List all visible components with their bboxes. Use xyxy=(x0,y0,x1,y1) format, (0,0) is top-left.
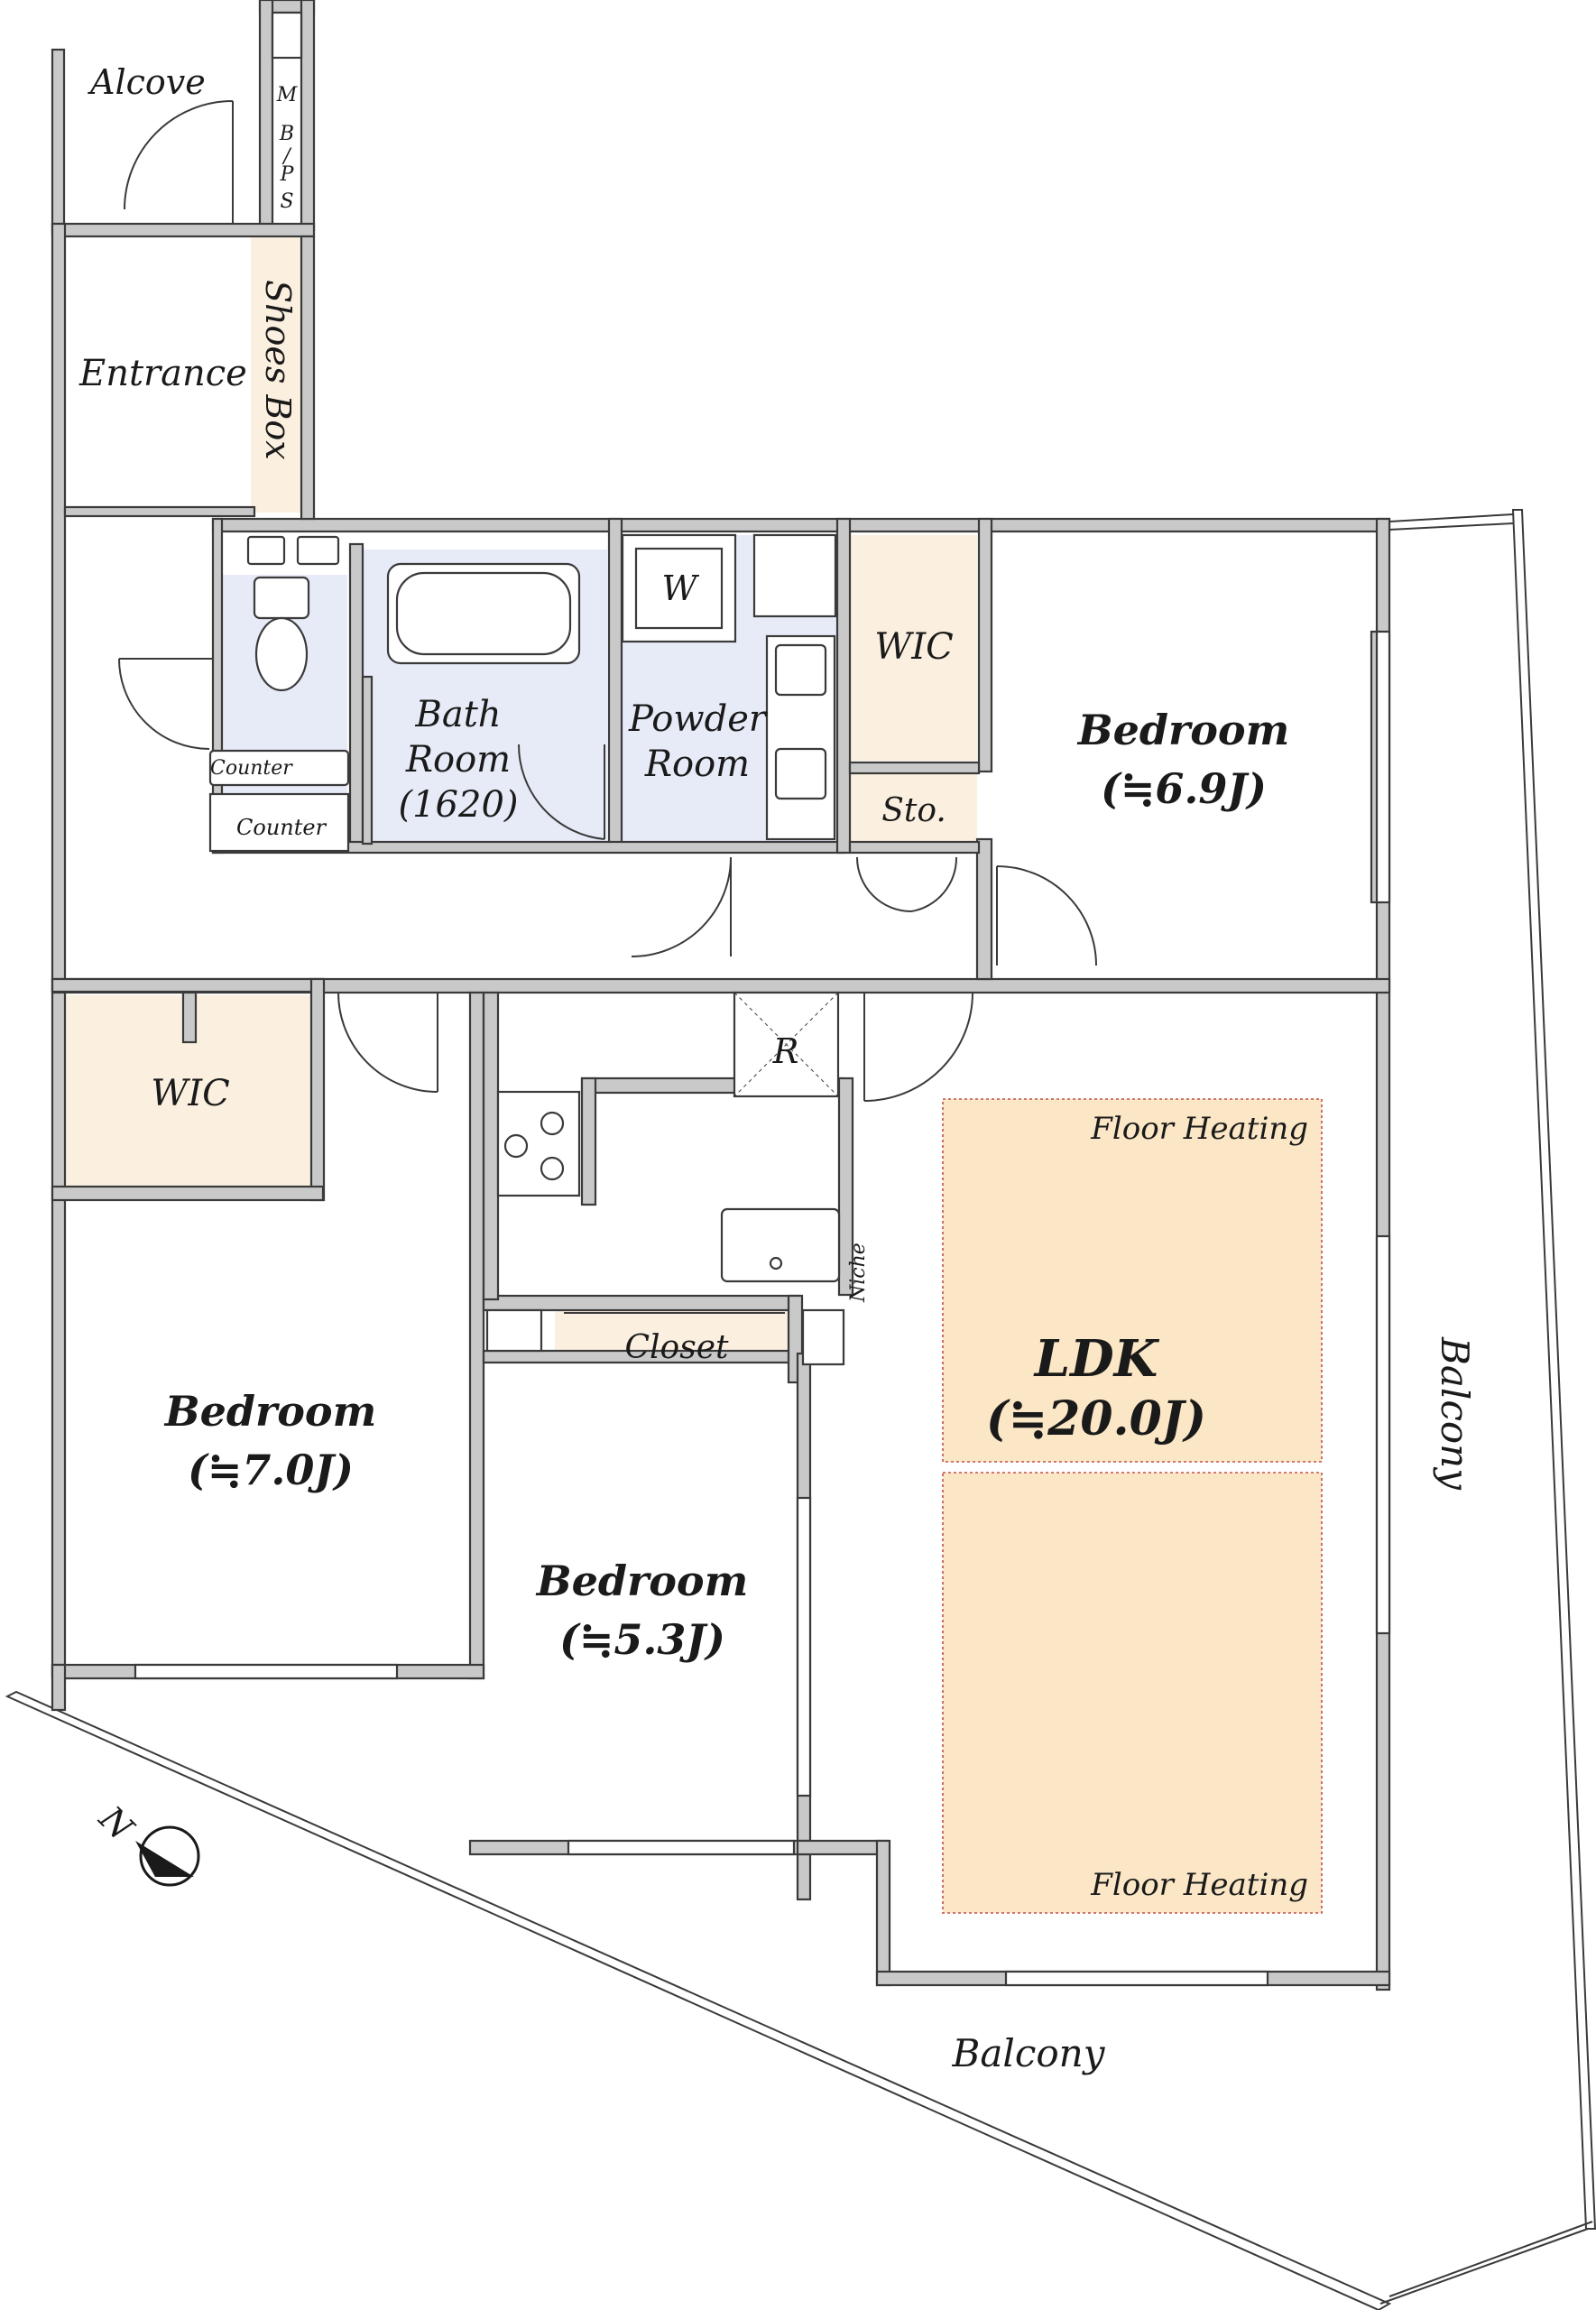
floor-heating-top-label: Floor Heating xyxy=(1090,1111,1308,1147)
wic-left-label: WIC xyxy=(151,1073,230,1114)
bedroom-ne-label-1: Bedroom xyxy=(1076,706,1290,754)
mb-ps-label-3: / xyxy=(281,145,292,168)
balcony-south-label: Balcony xyxy=(952,2031,1106,2075)
powder-label-1: Powder xyxy=(628,698,769,740)
bedroom-w-label-2: (≒7.0J) xyxy=(188,1446,354,1494)
wic-top-floor xyxy=(851,535,977,761)
counter-toilet-label: Counter xyxy=(210,757,293,780)
washer-label: W xyxy=(661,568,699,608)
bath-label-3: (1620) xyxy=(398,784,518,826)
bedroom-w-label-1: Bedroom xyxy=(163,1387,377,1436)
windows xyxy=(134,630,1391,1987)
mb-ps-label-1: M xyxy=(276,84,298,106)
mb-ps-label-2: B xyxy=(279,123,294,145)
bedroom-c-label-1: Bedroom xyxy=(535,1557,749,1605)
ldk-label-2: (≒20.0J) xyxy=(986,1391,1206,1446)
balcony-east-label: Balcony xyxy=(1433,1336,1477,1491)
north-arrow-icon xyxy=(135,1825,200,1887)
compass-letter: N xyxy=(91,1798,143,1850)
ldk-label-1: LDK xyxy=(1033,1329,1160,1389)
refrigerator-label: R xyxy=(772,1031,799,1071)
closet-label: Closet xyxy=(625,1329,730,1366)
bedroom-c-label-2: (≒5.3J) xyxy=(559,1615,725,1664)
closet-floor xyxy=(555,1310,798,1352)
shoes-box-label: Shoes Box xyxy=(258,280,298,460)
doors xyxy=(118,100,1097,1314)
floor-heating-bottom-label: Floor Heating xyxy=(1090,1867,1308,1903)
entrance-label: Entrance xyxy=(78,353,247,394)
niche-label: Niche xyxy=(847,1243,870,1303)
counter-hall-label: Counter xyxy=(236,815,328,840)
sto-floor xyxy=(851,773,977,842)
bath-label-2: Room xyxy=(405,739,511,781)
alcove-label: Alcove xyxy=(88,62,206,102)
bath-label-1: Bath xyxy=(414,694,501,735)
wic-top-label: WIC xyxy=(874,626,954,668)
mb-ps-label-4: P xyxy=(280,163,295,186)
bedroom-ne-label-2: (≒6.9J) xyxy=(1101,764,1267,813)
powder-label-2: Room xyxy=(644,744,750,785)
mb-ps-label-5: S xyxy=(280,190,293,213)
fixtures xyxy=(208,533,845,1366)
floor-heating-bottom xyxy=(942,1472,1323,1914)
balcony-outline xyxy=(5,509,1596,2310)
floor-heating-top xyxy=(942,1098,1323,1463)
sto-label: Sto. xyxy=(881,792,946,829)
